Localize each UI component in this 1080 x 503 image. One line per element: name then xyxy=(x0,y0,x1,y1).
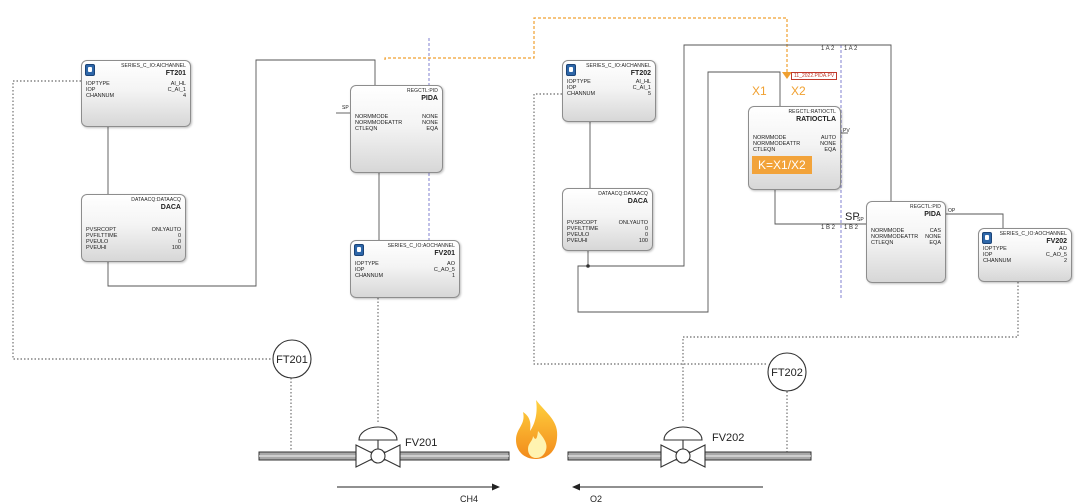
block-name: FT201 xyxy=(165,70,186,77)
wire-junction xyxy=(586,264,590,268)
flow-label-left: CH4 xyxy=(460,494,478,503)
block-name: RATIOCTLA xyxy=(796,116,836,123)
block-name: FT202 xyxy=(630,70,651,77)
block-name: FV202 xyxy=(1046,238,1067,245)
controller-icon xyxy=(354,244,364,256)
x2-label: X2 xyxy=(791,84,806,98)
controller-icon xyxy=(982,232,992,244)
reference-link xyxy=(384,17,788,72)
controller-icon xyxy=(85,64,95,76)
control-valve-icon xyxy=(660,426,706,468)
block-type: REGCTL:RATIOCTL xyxy=(788,109,836,115)
ft201-label: FT201 xyxy=(276,354,308,366)
reference-tag[interactable]: 11_2022.PIDA.PV xyxy=(791,72,838,80)
block-type: SERIES_C_IO:AOCHANNEL xyxy=(999,231,1067,237)
block-type: REGCTL:PID xyxy=(909,204,941,210)
block-name: PIDA xyxy=(924,211,941,218)
right-wiring xyxy=(577,44,1004,313)
op-pin-label: OP xyxy=(948,208,956,214)
sp-pin-label: SP xyxy=(342,105,349,111)
flame-icon xyxy=(516,400,558,459)
page-ref-top-right: 1 A 2 xyxy=(844,46,858,52)
flow-label-right: O2 xyxy=(590,494,602,503)
block-name: PIDA xyxy=(421,95,438,102)
flow-transmitter-icon xyxy=(767,352,807,392)
control-valve-icon xyxy=(355,426,401,468)
page-ref-bottom-right: 1 B 2 xyxy=(844,225,859,231)
field-signal-lines xyxy=(12,80,1019,455)
page-ref-top-left: 1 A 2 xyxy=(821,46,835,52)
left-wiring xyxy=(107,59,380,287)
block-type: DATAACQ:DATAACQ xyxy=(598,191,648,197)
block-type: REGCTL:PID xyxy=(406,88,438,94)
pv-pin-label: PV xyxy=(843,128,850,134)
block-type: SERIES_C_IO:AOCHANNEL xyxy=(387,243,455,249)
sp-pin-label: SP xyxy=(857,217,864,223)
reference-arrow-icon xyxy=(782,72,792,79)
page-ref-bottom-left: 1 B 2 xyxy=(821,225,836,231)
block-name: DACA xyxy=(627,198,648,205)
block-type: DATAACQ:DATAACQ xyxy=(131,197,181,203)
block-type: SERIES_C_IO:AICHANNEL xyxy=(121,63,186,69)
flow-arrow-icon xyxy=(337,483,500,491)
block-name: DACA xyxy=(160,204,181,211)
x1-label: X1 xyxy=(752,84,767,98)
sp-label: SP xyxy=(845,211,860,223)
fv202-label: FV202 xyxy=(712,432,744,444)
controller-icon xyxy=(566,64,576,76)
block-type: SERIES_C_IO:AICHANNEL xyxy=(586,63,651,69)
flow-transmitter-icon xyxy=(272,339,312,379)
block-name: FV201 xyxy=(434,250,455,257)
ft202-label: FT202 xyxy=(771,367,803,379)
fv201-label: FV201 xyxy=(405,437,437,449)
ratio-formula: K=X1/X2 xyxy=(752,156,812,174)
flow-arrow-icon xyxy=(572,483,763,491)
